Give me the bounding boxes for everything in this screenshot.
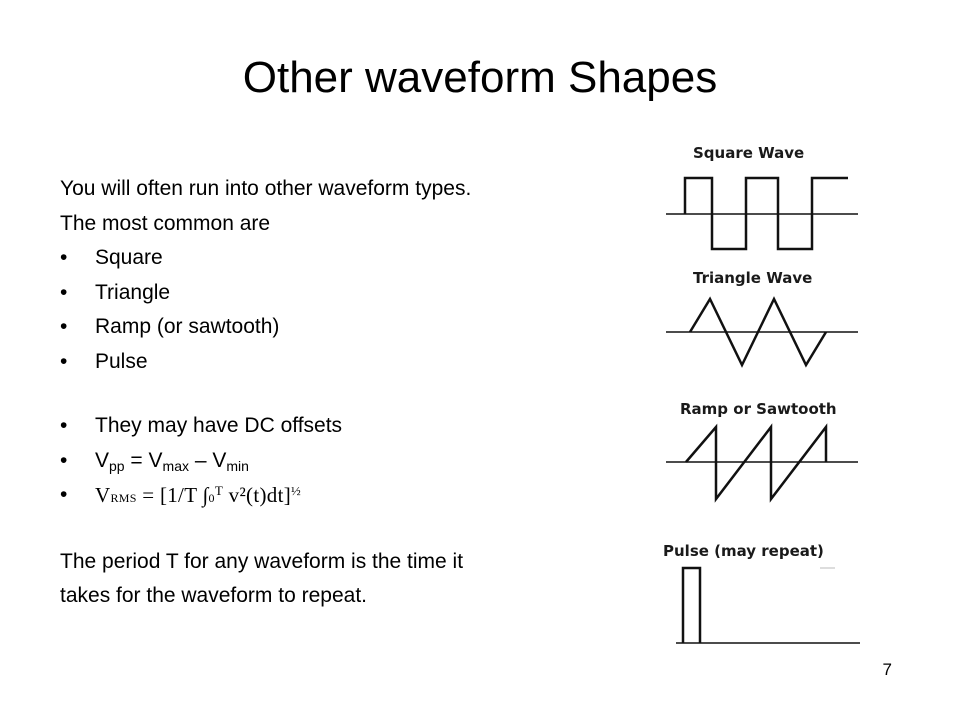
bullet-pulse: • Pulse [60, 345, 620, 380]
bullet-square: • Square [60, 241, 620, 276]
bullet-dot: • [60, 246, 68, 269]
bullet-text: Triangle [95, 280, 171, 304]
bullet-dc-offsets: • They may have DC offsets [60, 409, 620, 444]
bullet-dot: • [60, 280, 68, 304]
period-line-1: The period T for any waveform is the tim… [60, 549, 464, 573]
label-triangle-wave: Triangle Wave [693, 269, 813, 287]
square-wave [683, 176, 848, 251]
bullet-ramp: • Ramp (or sawtooth) [60, 310, 620, 345]
slide-title: Other waveform Shapes [242, 53, 718, 102]
bullet-dot: • [60, 315, 68, 338]
slide-body: You will often run into other waveform t… [60, 172, 620, 614]
vpp-formula: Vpp = Vmax – Vmin [95, 448, 249, 474]
rms-formula: VRMS = [1/T ∫0T v²(t)dt]½ [95, 483, 302, 507]
bullet-text: Pulse [95, 349, 148, 373]
bullet-dot: • [60, 448, 68, 472]
label-square-wave: Square Wave [693, 144, 805, 162]
bullet-text: Square [95, 246, 163, 269]
bullet-dot: • [60, 483, 68, 506]
bullet-vpp-formula: • Vpp = Vmax – Vmin [60, 444, 620, 479]
intro-line-1: You will often run into other waveform t… [60, 177, 472, 200]
page-number: 7 [882, 660, 892, 679]
intro-line-2: The most common are [60, 211, 271, 235]
bullet-text: Ramp (or sawtooth) [95, 315, 280, 338]
bullet-triangle: • Triangle [60, 276, 620, 311]
pulse-wave [681, 566, 702, 643]
period-line-2: takes for the waveform to repeat. [60, 584, 367, 607]
bullet-rms-formula: • VRMS = [1/T ∫0T v²(t)dt]½ [60, 478, 620, 513]
label-ramp-sawtooth: Ramp or Sawtooth [680, 400, 837, 418]
bullet-text: They may have DC offsets [95, 414, 343, 437]
waveform-figure: Square Wave Triangle Wave Ramp or Sawtoo… [648, 136, 875, 656]
bullet-dot: • [60, 414, 68, 437]
label-pulse: Pulse (may repeat) [663, 542, 824, 560]
ramp-wave [685, 423, 828, 503]
waveform-drawings [666, 176, 860, 644]
bullet-dot: • [60, 349, 68, 373]
triangle-wave [688, 296, 828, 368]
